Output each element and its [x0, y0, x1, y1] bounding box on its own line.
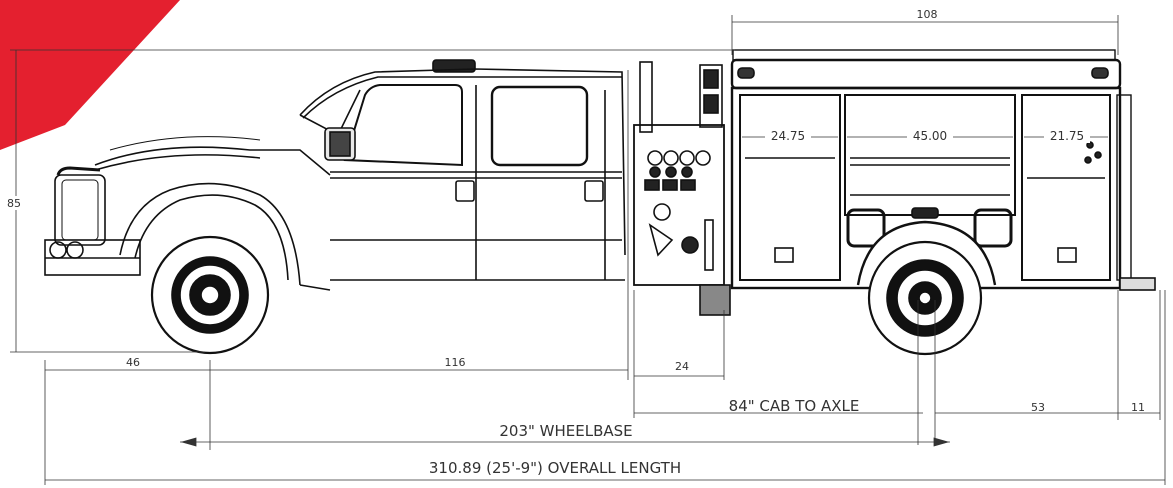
dimension-labels: 108 24.75 45.00 21.75 85 46 116 24 84" C… [3, 8, 1145, 477]
dim-compartment-left: 24.75 [771, 129, 805, 143]
dim-compartment-mid: 45.00 [913, 129, 947, 143]
dim-body-length: 108 [917, 8, 938, 21]
compartments [739, 94, 1111, 281]
dim-wheelbase: 203" WHEELBASE [499, 422, 632, 440]
dim-front-overhang: 46 [126, 356, 140, 369]
dim-rear-to-axle: 53 [1031, 401, 1045, 414]
pump-panel-gauges [644, 150, 714, 271]
dim-height: 85 [7, 197, 21, 210]
corner-accent [0, 0, 180, 150]
dim-rear-step: 11 [1131, 401, 1145, 414]
truck-drawing [44, 49, 1156, 356]
dim-wheelbase-segment: 116 [445, 356, 466, 369]
dimension-lines [10, 15, 1166, 485]
front-wheel [150, 235, 270, 355]
dim-overall-length: 310.89 (25'-9") OVERALL LENGTH [429, 459, 681, 477]
dim-compartment-right: 21.75 [1050, 129, 1084, 143]
dim-cab-to-axle: 84" CAB TO AXLE [729, 397, 860, 415]
dim-pump-panel: 24 [675, 360, 689, 373]
rear-wheel [867, 240, 983, 356]
